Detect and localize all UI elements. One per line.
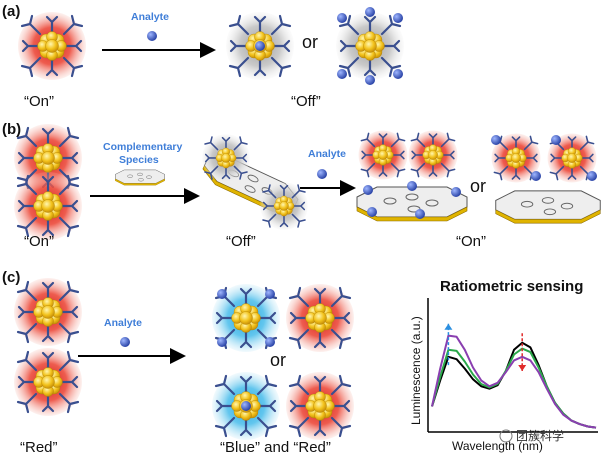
chart-title: Ratiometric sensing [440, 278, 583, 295]
analyte-b-9 [587, 171, 597, 181]
series-line-2 [431, 334, 597, 429]
state-blue-red: “Blue” and “Red” [220, 439, 331, 456]
analyte-bound-3 [337, 69, 347, 79]
complementary-label-1: Complementary [103, 141, 183, 153]
state-on-a: “On” [24, 93, 54, 110]
analyte-c-3 [217, 337, 227, 347]
analyte-b-2 [407, 181, 417, 191]
state-on-b-left: “On” [24, 233, 54, 250]
analyte-label-a: Analyte [131, 11, 169, 23]
analyte-ball-a [147, 31, 157, 41]
platform-on-2 [495, 190, 601, 224]
state-off-a: “Off” [291, 93, 321, 110]
analyte-b-1 [363, 185, 373, 195]
complementary-label-2: Species [119, 154, 159, 166]
analyte-bound-5 [365, 7, 375, 17]
analyte-c-1 [217, 289, 227, 299]
analyte-label-b: Analyte [308, 148, 346, 160]
analyte-bound-6 [365, 75, 375, 85]
panel-a: (a) Analyte or “On” “Off” [2, 3, 404, 110]
analyte-b-4 [367, 207, 377, 217]
arrow-layer [444, 323, 527, 371]
analyte-b-6 [491, 135, 501, 145]
state-off-b: “Off” [226, 233, 256, 250]
cluster-off-b-1 [202, 134, 250, 182]
cluster-off-b-2 [260, 182, 308, 230]
cluster-red-c-3 [286, 284, 354, 352]
state-red: “Red” [20, 439, 58, 456]
analyte-c-2 [265, 289, 275, 299]
analyte-label-c: Analyte [104, 317, 142, 329]
y-axis-label: Luminescence (a.u.) [409, 316, 423, 425]
peak-increase-arrow [444, 323, 453, 366]
cluster-on [18, 12, 86, 80]
or-text-b: or [470, 176, 486, 196]
cluster-on-b-bottom [14, 172, 82, 240]
or-text-a: or [302, 32, 318, 52]
panel-c: (c) Analyte or “Red” “Blue” and “Red” [2, 269, 354, 456]
platform-small [115, 169, 165, 186]
analyte-b-5 [415, 209, 425, 219]
watermark-text: 团簇科学 [516, 428, 564, 443]
analyte-b-3 [451, 187, 461, 197]
analyte-b-8 [551, 135, 561, 145]
cluster-red-c-1 [14, 278, 82, 346]
watermark-icon [499, 429, 513, 443]
or-text-c: or [270, 350, 286, 370]
series-layer [431, 334, 597, 429]
cluster-off-2 [336, 12, 404, 80]
analyte-c-core [241, 401, 251, 411]
cluster-red-c-4 [286, 372, 354, 440]
panel-c-label: (c) [2, 269, 20, 286]
cluster-red-c-2 [14, 348, 82, 416]
analyte-bound-4 [393, 69, 403, 79]
peak-decrease-arrow [518, 333, 527, 371]
analyte-bound-core [255, 41, 265, 51]
analyte-bound-1 [337, 13, 347, 23]
watermark: 团簇科学 [499, 428, 564, 443]
panel-b-label: (b) [2, 121, 21, 138]
analyte-c-4 [265, 337, 275, 347]
panel-a-label: (a) [2, 3, 20, 20]
analyte-bound-2 [393, 13, 403, 23]
analyte-b-7 [531, 171, 541, 181]
cluster-on-b-3 [359, 131, 408, 180]
cluster-on-b-4 [409, 131, 458, 180]
analyte-ball-c [120, 337, 130, 347]
panel-b: (b) Complementary Species Analyte or “O [2, 121, 601, 250]
x-axis-label: Wavelength (nm) [452, 439, 543, 453]
state-on-b-right: “On” [456, 233, 486, 250]
analyte-ball-b [317, 169, 327, 179]
ratiometric-chart: Ratiometric sensing Luminescence (a.u.) … [409, 278, 598, 453]
